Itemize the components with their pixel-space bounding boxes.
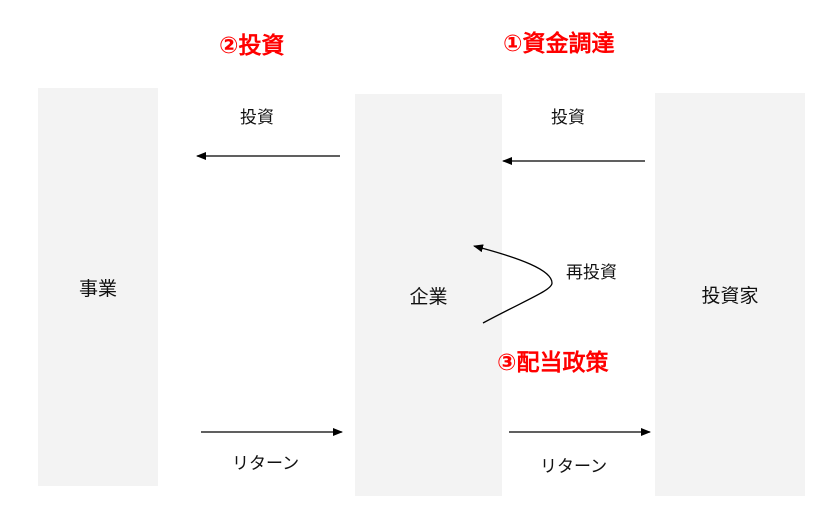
investment-heading: ②投資 xyxy=(219,33,285,59)
reinvest-arrow xyxy=(473,244,553,324)
business-label: 事業 xyxy=(78,277,117,300)
company-label: 企業 xyxy=(409,285,448,308)
reinvest-label: 再投資 xyxy=(566,263,617,283)
investor-node: 投資家 xyxy=(655,93,805,496)
investor-label: 投資家 xyxy=(701,285,759,307)
invest-to-company-label: 投資 xyxy=(551,108,585,128)
funding-heading: ①資金調達 xyxy=(503,31,615,57)
return-to-investor-label: リターン xyxy=(540,457,608,477)
dividend-policy-heading: ③配当政策 xyxy=(497,350,609,376)
invest-to-business-label: 投資 xyxy=(240,108,274,128)
company-node: 企業 xyxy=(355,94,502,496)
return-to-company-label: リターン xyxy=(232,454,300,474)
business-node: 事業 xyxy=(38,88,158,486)
